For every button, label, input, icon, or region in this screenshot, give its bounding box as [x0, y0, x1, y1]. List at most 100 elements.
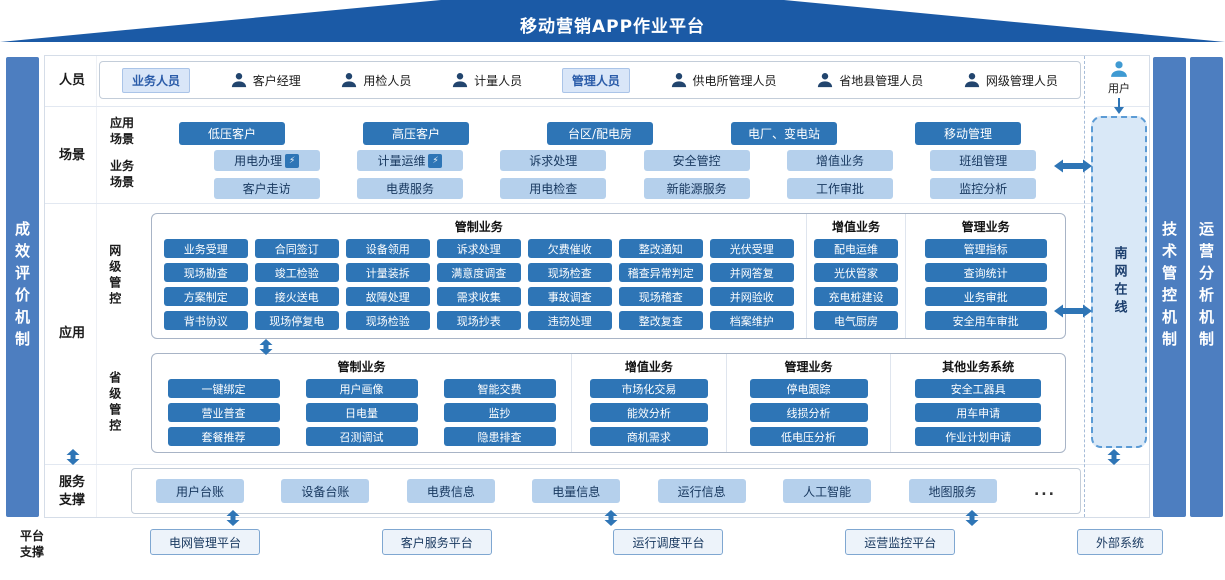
app-item-chip[interactable]: 光伏受理 [709, 239, 794, 258]
province-other-systems-section: 其他业务系统 安全工器具用车申请作业计划申请 [890, 354, 1065, 452]
biz-scene-button[interactable]: 新能源服务 [643, 178, 750, 199]
app-item-chip[interactable]: 停电跟踪 [749, 379, 868, 398]
app-item-chip[interactable]: 营业普查 [167, 403, 280, 422]
section-title: 增值业务 [624, 360, 673, 374]
app-item-chip[interactable]: 能效分析 [589, 403, 708, 422]
app-item-chip[interactable]: 智能交费 [443, 379, 556, 398]
section-title: 管制业务 [454, 220, 503, 234]
app-item-chip[interactable]: 现场检查 [527, 263, 612, 282]
tech-mechanism-bar: 技术管控机制 [1153, 57, 1186, 517]
app-item-chip[interactable]: 现场稽查 [618, 287, 703, 306]
left-mechanism-label: 成效评价机制 [13, 221, 31, 353]
app-item-chip[interactable]: 查询统计 [924, 263, 1047, 282]
app-item-chip[interactable]: 日电量 [305, 403, 418, 422]
app-item-chip[interactable]: 现场检验 [345, 311, 430, 330]
row-label-personnel: 人员 [58, 73, 85, 89]
app-item-chip[interactable]: 接火送电 [254, 287, 339, 306]
role-label: 省地县管理人员 [839, 73, 924, 88]
province-regulated-grid: 一键绑定 用户画像 智能交费营业普查 日电量 监抄套餐推荐 召测调试 隐患排查 [152, 376, 571, 446]
app-item-chip[interactable]: 现场停复电 [254, 311, 339, 330]
app-scene-button[interactable]: 台区/配电房 [547, 121, 653, 145]
service-button[interactable]: 运行信息 [657, 479, 746, 503]
platform-button[interactable]: 客户服务平台 [381, 529, 492, 555]
service-button[interactable]: 人工智能 [783, 479, 872, 503]
app-item-chip[interactable]: 线损分析 [749, 403, 868, 422]
app-item-chip[interactable]: 违窃处理 [527, 311, 612, 330]
app-item-chip[interactable]: 作业计划申请 [915, 427, 1042, 446]
platform-button[interactable]: 运行调度平台 [613, 529, 724, 555]
app-item-chip[interactable]: 充电桩建设 [813, 287, 898, 306]
app-item-chip[interactable]: 用车申请 [915, 403, 1042, 422]
app-item-chip[interactable]: 电气厨房 [813, 311, 898, 330]
app-item-chip[interactable]: 安全用车审批 [924, 311, 1047, 330]
app-item-chip[interactable]: 设备领用 [345, 239, 430, 258]
app-item-chip[interactable]: 监抄 [443, 403, 556, 422]
user-label: 用户 [1108, 82, 1130, 95]
app-item-chip[interactable]: 计量装拆 [345, 263, 430, 282]
app-item-chip[interactable]: 配电运维 [813, 239, 898, 258]
app-item-chip[interactable]: 套餐推荐 [167, 427, 280, 446]
app-item-chip[interactable]: 管理指标 [924, 239, 1047, 258]
app-item-chip[interactable]: 合同签订 [254, 239, 339, 258]
network-management-section: 管理业务 管理指标查询统计业务审批安全用车审批 [905, 214, 1065, 338]
app-item-chip[interactable]: 故障处理 [345, 287, 430, 306]
app-item-chip[interactable]: 用户画像 [305, 379, 418, 398]
app-item-chip[interactable]: 需求收集 [436, 287, 521, 306]
app-item-chip[interactable]: 市场化交易 [589, 379, 708, 398]
app-item-chip[interactable]: 背书协议 [163, 311, 248, 330]
app-item-chip[interactable]: 竣工检验 [254, 263, 339, 282]
biz-scene-button[interactable]: 用电检查 [500, 178, 607, 199]
app-item-chip[interactable]: 整改通知 [618, 239, 703, 258]
biz-scene-button[interactable]: 安全管控 [643, 150, 750, 171]
app-item-chip[interactable]: 稽查异常判定 [618, 263, 703, 282]
row-label-services: 服务支撑 [58, 475, 85, 508]
app-item-chip[interactable]: 召测调试 [305, 427, 418, 446]
province-value-added-grid: 市场化交易能效分析商机需求 [572, 376, 726, 446]
ops-mechanism-label: 运营分析机制 [1197, 221, 1215, 353]
online-channel-box[interactable]: 南网在线 [1091, 116, 1147, 448]
app-scene-button[interactable]: 低压客户 [179, 121, 285, 145]
biz-scene-button[interactable]: 计量运维 ⚡ [356, 150, 463, 171]
platform-button[interactable]: 电网管理平台 [150, 529, 261, 555]
service-button[interactable]: 设备台账 [281, 479, 370, 503]
service-button[interactable]: 电费信息 [406, 479, 495, 503]
biz-scene-button[interactable]: 电费服务 [356, 178, 463, 199]
app-item-chip[interactable]: 业务审批 [924, 287, 1047, 306]
platform-button[interactable]: 运营监控平台 [845, 529, 956, 555]
app-item-chip[interactable]: 业务受理 [163, 239, 248, 258]
page-title: 移动营销APP作业平台 [519, 17, 706, 37]
service-button[interactable]: 用户台账 [156, 479, 244, 503]
app-item-chip[interactable]: 低电压分析 [749, 427, 868, 446]
platform-button[interactable]: 外部系统 [1076, 529, 1163, 555]
app-item-chip[interactable]: 满意度调查 [436, 263, 521, 282]
app-scene-button[interactable]: 高压客户 [363, 121, 469, 145]
service-button[interactable]: 地图服务 [908, 479, 997, 503]
biz-scene-button[interactable]: 诉求处理 [500, 150, 607, 171]
business-personnel-tag: 业务人员 [122, 67, 191, 93]
app-item-chip[interactable]: 一键绑定 [167, 379, 280, 398]
app-scene-button[interactable]: 移动管理 [915, 121, 1021, 145]
app-item-chip[interactable]: 事故调查 [527, 287, 612, 306]
biz-scene-button[interactable]: 用电办理 ⚡ [213, 150, 320, 171]
biz-scene-button[interactable]: 监控分析 [930, 178, 1037, 199]
app-item-chip[interactable]: 档案维护 [709, 311, 794, 330]
biz-scene-button[interactable]: 增值业务 [786, 150, 893, 171]
app-item-chip[interactable]: 并网验收 [709, 287, 794, 306]
role-label: 客户经理 [252, 73, 301, 88]
app-item-chip[interactable]: 安全工器具 [915, 379, 1042, 398]
app-item-chip[interactable]: 整改复查 [618, 311, 703, 330]
app-item-chip[interactable]: 现场勘查 [163, 263, 248, 282]
app-item-chip[interactable]: 商机需求 [589, 427, 708, 446]
app-item-chip[interactable]: 并网答复 [709, 263, 794, 282]
app-item-chip[interactable]: 方案制定 [163, 287, 248, 306]
app-item-chip[interactable]: 欠费催收 [527, 239, 612, 258]
app-scene-button[interactable]: 电厂、变电站 [731, 121, 837, 145]
biz-scene-button[interactable]: 工作审批 [786, 178, 893, 199]
app-item-chip[interactable]: 诉求处理 [436, 239, 521, 258]
biz-scene-button[interactable]: 客户走访 [213, 178, 320, 199]
biz-scene-button[interactable]: 班组管理 [930, 150, 1037, 171]
app-item-chip[interactable]: 现场抄表 [436, 311, 521, 330]
app-item-chip[interactable]: 隐患排查 [443, 427, 556, 446]
service-button[interactable]: 电量信息 [532, 479, 621, 503]
app-item-chip[interactable]: 光伏管家 [813, 263, 898, 282]
